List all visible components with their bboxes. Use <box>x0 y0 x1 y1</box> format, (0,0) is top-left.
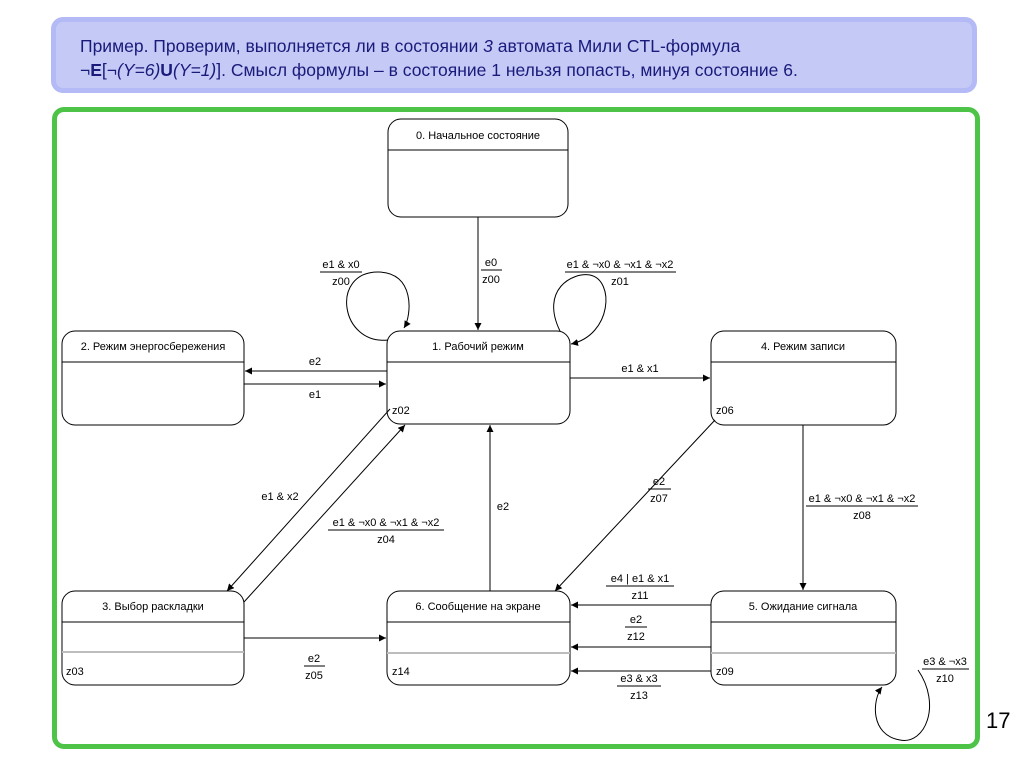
label-loop5-cond: e3 & ¬x3 <box>923 656 967 668</box>
label-loop1b-cond: e1 & ¬x0 & ¬x1 & ¬x2 <box>567 259 674 271</box>
label-t01-out: z00 <box>482 274 500 286</box>
formula-not: ¬ <box>80 60 91 80</box>
loop-1-left: e1 & x0 z00 <box>320 259 411 341</box>
state-6: 6. Сообщение на экране z14 <box>386 590 571 686</box>
label-t56a-out: z11 <box>632 590 649 602</box>
state-1-output: z02 <box>392 405 410 417</box>
transition-4-5: e1 & ¬x0 & ¬x1 & ¬x2 z08 <box>799 425 918 590</box>
state-6-title: 6. Сообщение на экране <box>415 601 540 613</box>
state-number: 3 <box>483 36 493 56</box>
transition-0-1: e0 z00 <box>474 217 502 330</box>
state-6-output: z14 <box>392 666 410 678</box>
transition-1-4: e1 & x1 <box>570 363 710 382</box>
state-1: 1. Рабочий режим z02 <box>386 330 571 425</box>
label-t46-cond: e2 <box>653 476 665 488</box>
label-t45-out: z08 <box>853 510 871 522</box>
state-2-title: 2. Режим энергосбережения <box>81 341 226 353</box>
header-line-1: Пример. Проверим, выполняется ли в состо… <box>80 36 741 56</box>
label-t45-cond: e1 & ¬x0 & ¬x1 & ¬x2 <box>809 493 916 505</box>
label-loop1a-cond: e1 & x0 <box>322 259 359 271</box>
transition-3-1: e1 & ¬x0 & ¬x1 & ¬x2 z04 <box>243 424 444 603</box>
label-loop1b-out: z01 <box>611 276 629 288</box>
transition-5-6-a: e4 | e1 & x1 z11 <box>571 573 711 609</box>
state-5: 5. Ожидание сигнала z09 <box>710 590 897 686</box>
label-t56c-out: z13 <box>630 690 648 702</box>
label-t61-cond: e2 <box>497 501 509 513</box>
state-4-output: z06 <box>716 405 734 417</box>
state-2: 2. Режим энергосбережения <box>61 330 245 426</box>
state-0-title: 0. Начальное состояние <box>416 130 540 142</box>
label-t36-cond: e2 <box>308 653 320 665</box>
state-4: 4. Режим записи z06 <box>710 330 897 426</box>
label-loop1a-out: z00 <box>332 276 350 288</box>
label-t56b-out: z12 <box>627 631 645 643</box>
state-3-output: z03 <box>66 666 84 678</box>
label-loop5-out: z10 <box>936 673 954 685</box>
transition-1-3: e1 & x2 <box>226 408 391 592</box>
transition-5-6-b: e2 z12 <box>571 614 711 651</box>
label-t31-out: z04 <box>377 534 395 546</box>
header-line-2: ¬E[¬(Y=6)U(Y=1)]. Смысл формулы – в сост… <box>80 60 798 80</box>
state-4-title: 4. Режим записи <box>761 341 845 353</box>
label-t12-cond: e2 <box>309 356 321 368</box>
formula-E: E <box>90 60 102 80</box>
transition-4-6: e2 z07 <box>554 419 716 592</box>
state-5-title: 5. Ожидание сигнала <box>749 601 858 613</box>
formula-U: U <box>160 60 173 80</box>
label-t56a-cond: e4 | e1 & x1 <box>611 573 670 585</box>
header-text: Пример. Проверим, выполняется ли в состо… <box>80 34 798 82</box>
loop-1-right: e1 & ¬x0 & ¬x1 & ¬x2 z01 <box>553 259 676 346</box>
label-t13-cond: e1 & x2 <box>261 491 298 503</box>
label-t56b-cond: e2 <box>630 614 642 626</box>
state-1-title: 1. Рабочий режим <box>432 341 524 353</box>
transition-5-6-c: e3 & x3 z13 <box>571 667 711 702</box>
label-t31-cond: e1 & ¬x0 & ¬x1 & ¬x2 <box>333 517 440 529</box>
label-t01-cond: e0 <box>485 257 497 269</box>
transition-3-6: e2 z05 <box>244 634 386 682</box>
header-box: Пример. Проверим, выполняется ли в состо… <box>51 17 977 93</box>
label-t36-out: z05 <box>305 670 323 682</box>
slide-number: 17 <box>986 708 1011 733</box>
state-3: 3. Выбор раскладки z03 <box>61 590 245 686</box>
transition-2-1: e1 <box>244 380 386 401</box>
label-t14-cond: e1 & x1 <box>621 363 658 375</box>
state-3-title: 3. Выбор раскладки <box>102 601 204 613</box>
transition-6-1: e2 <box>486 425 509 591</box>
state-5-output: z09 <box>716 666 734 678</box>
loop-5: e3 & ¬x3 z10 <box>874 656 969 741</box>
label-t21-cond: e1 <box>309 389 321 401</box>
label-t46-out: z07 <box>650 493 668 505</box>
transition-1-2: e2 <box>245 356 387 375</box>
state-0: 0. Начальное состояние <box>387 118 569 218</box>
label-t56c-cond: e3 & x3 <box>620 673 657 685</box>
